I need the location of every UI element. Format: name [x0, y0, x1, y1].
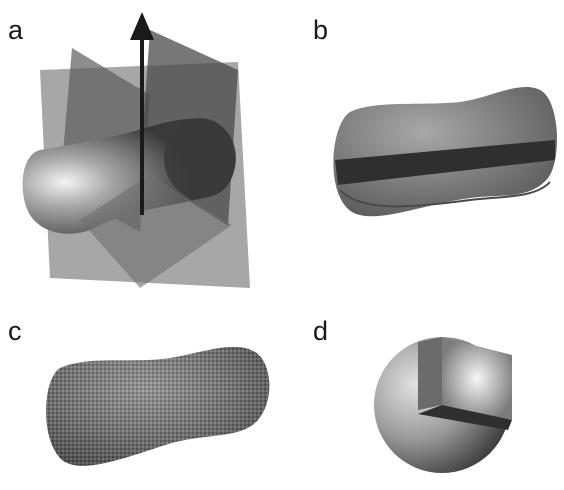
- axis-arrow-head: [130, 12, 154, 40]
- panel-d-illustration: [374, 337, 512, 473]
- cutaway-left-face: [418, 337, 442, 410]
- panel-a-illustration: [23, 12, 250, 288]
- meshed-body-c-shade: [46, 347, 269, 466]
- panel-b-illustration: [333, 87, 557, 216]
- body-dark-end: [164, 118, 236, 198]
- panel-c-illustration: [46, 347, 269, 466]
